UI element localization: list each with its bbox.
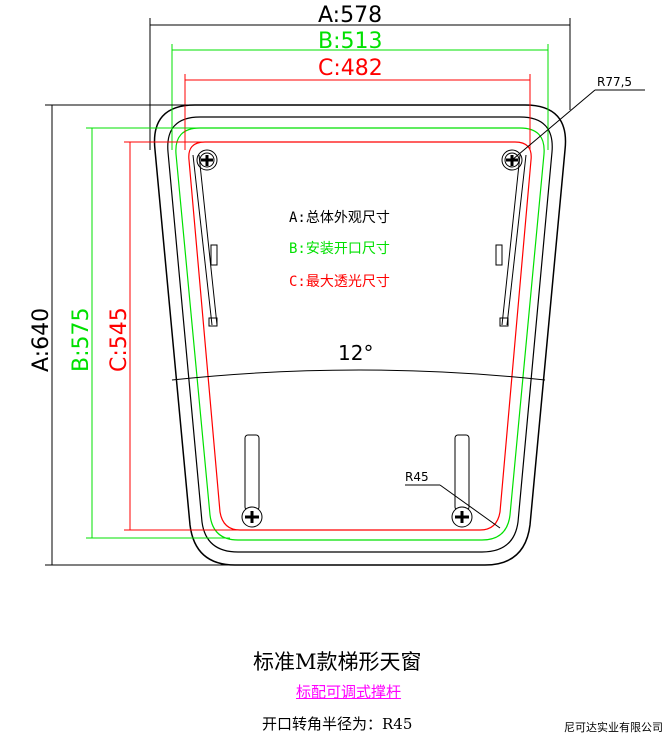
legend-a: A:总体外观尺寸 <box>289 210 390 226</box>
angle-label: 12° <box>338 341 373 365</box>
install-opening-outline <box>175 127 545 541</box>
light-opening-outline <box>188 141 532 531</box>
drawing-title: 标准M款梯形天窗 <box>253 650 422 674</box>
r77-label: R77,5 <box>597 75 632 89</box>
left-stay-arm <box>192 149 218 327</box>
height-b-label: B:575 <box>69 308 94 373</box>
dimension-width-c <box>184 74 531 150</box>
width-c-label: C:482 <box>318 56 383 81</box>
dimension-height-b <box>86 127 230 539</box>
dimension-height-c <box>124 141 245 531</box>
stay-link[interactable]: 标配可调式撑杆 <box>296 683 402 701</box>
r45-label: R45 <box>405 470 429 484</box>
angle-arc <box>171 369 546 381</box>
company-name: 尼可达实业有限公司 <box>564 721 663 734</box>
legend-c: C:最大透光尺寸 <box>289 274 390 290</box>
right-stay-arm <box>495 149 527 327</box>
dimension-height-a <box>45 104 230 566</box>
outer-outline <box>153 104 567 566</box>
width-b-label: B:513 <box>318 29 383 54</box>
r77-leader <box>511 89 596 161</box>
right-hinge <box>451 434 473 528</box>
height-c-label: C:545 <box>107 307 132 372</box>
height-a-label: A:640 <box>29 308 54 372</box>
dimension-width-b <box>171 44 549 150</box>
width-a-label: A:578 <box>318 3 382 28</box>
legend-b: B:安装开口尺寸 <box>289 241 390 257</box>
left-hinge <box>241 434 263 528</box>
radius-note: 开口转角半径为：R45 <box>262 715 413 733</box>
r45-leader <box>439 484 501 529</box>
inner-outline <box>167 116 553 553</box>
